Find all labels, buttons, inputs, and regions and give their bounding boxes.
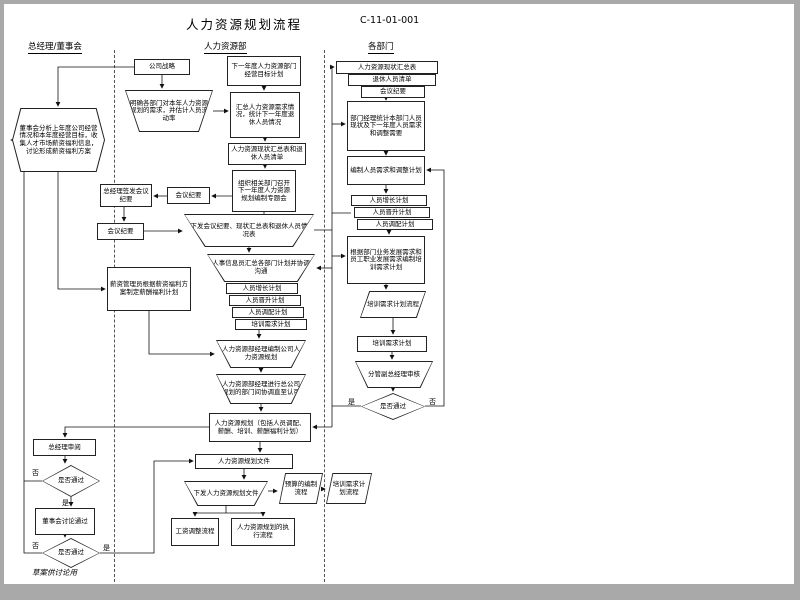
node-doc-minutes: 会议纪要 — [361, 86, 425, 98]
lane-header-departments: 各部门 — [368, 42, 394, 54]
slide-canvas: 人力资源规划流程 C-11-01-001 总经理/董事会 人力资源部 各部门 — [4, 4, 794, 584]
node-clarify-demand: 明确各部门对本年人力资源规划的需求，并估计人员流动率 — [125, 90, 213, 132]
lane-header-gm-board: 总经理/董事会 — [28, 42, 82, 54]
node-plan-transfer: 人员调配计划 — [357, 219, 433, 230]
node-training-plan: 培训需求计划 — [357, 336, 427, 352]
branch-label-yes: 是 — [103, 544, 110, 552]
node-decision-board: 是否通过 — [42, 538, 100, 568]
node-salary-welfare-plan: 薪资管理员根据薪资福利方案制定薪酬福利计划 — [107, 267, 191, 311]
node-decision-vice-gm: 是否通过 — [361, 393, 425, 420]
branch-label-no: 否 — [429, 398, 436, 406]
node-plan-increase: 人员增长计划 — [226, 283, 298, 294]
node-board-analyze: 董事会分析上年度公司经营情况和本年度经营目标，收集人才市场薪资福利信息，讨论形成… — [12, 108, 105, 172]
node-doc-retire-list: 退休人员清单 — [348, 74, 436, 86]
node-issue-minutes: 下发会议纪要、现状汇总表和退休人员情况表 — [184, 214, 314, 247]
branch-label-no: 否 — [32, 469, 39, 477]
branch-label-yes: 是 — [62, 499, 69, 507]
node-vice-gm-review: 分管副总经理审核 — [355, 361, 433, 388]
branch-label-yes: 是 — [348, 398, 355, 406]
node-dept-plan: 编制人员需求和调整计划 — [347, 156, 425, 185]
node-dept-stat: 部门经理统计本部门人员现状及下一年度人员需求和调整需要 — [347, 101, 425, 151]
node-compile-plan: 人力资源部经理编制公司人力资源规划 — [216, 340, 306, 368]
lane-header-hr-dept: 人力资源部 — [204, 42, 247, 54]
node-salary-adjust-flow: 工资调整流程 — [171, 518, 219, 546]
node-hr-plan: 人力资源规划（包括人员调配、薪酬、培训、薪酬福利计划） — [209, 413, 311, 442]
node-board-discuss: 董事会讨论通过 — [35, 508, 95, 535]
node-issue-plan-file: 下发人力资源规划文件 — [184, 481, 268, 506]
node-summarize-demand: 汇总人力资源需求情况，统计下一年度退休人员情况 — [230, 92, 300, 138]
lane-divider — [114, 50, 115, 582]
node-gm-sign-minutes: 总经理签发会议纪要 — [100, 184, 152, 207]
node-meeting-minutes: 会议纪要 — [167, 187, 210, 204]
node-plan-promote: 人员晋升计划 — [354, 207, 430, 218]
node-gm-review: 总经理审阅 — [33, 439, 96, 456]
node-plan-file: 人力资源规划文件 — [195, 454, 293, 469]
node-coordinate-plan: 人力资源部经理进行总公司规划的部门间协调直至认可 — [216, 374, 306, 404]
footer-note: 草案供讨论用 — [32, 568, 77, 577]
node-status-docs: 人力资源现状汇总表和退休人员清单 — [228, 143, 306, 165]
node-plan-training: 培训需求计划 — [235, 319, 307, 330]
lane-divider — [324, 50, 325, 582]
node-training-flow-ref: 培训需求计划流程 — [360, 291, 426, 318]
node-org-meeting: 组织相关部门召开下一年度人力资源规划编制专题会 — [232, 170, 296, 212]
node-training-need: 根据部门业务发展需求和员工职业发展需求编制培训需求计划 — [347, 236, 425, 284]
node-plan-increase: 人员增长计划 — [351, 195, 427, 206]
page-title: 人力资源规划流程 — [185, 17, 302, 32]
node-meeting-minutes: 会议纪要 — [97, 223, 144, 240]
node-doc-status-summary: 人力资源现状汇总表 — [336, 61, 438, 74]
node-training-flow-ref: 培训需求计划流程 — [326, 473, 372, 504]
branch-label-no: 否 — [32, 542, 39, 550]
document-code: C-11-01-001 — [360, 15, 420, 26]
node-next-year-goal: 下一年度人力资源部门经营目标计划 — [227, 56, 301, 86]
node-company-strategy: 公司战略 — [134, 59, 190, 75]
node-plan-promote: 人员晋升计划 — [229, 295, 301, 306]
node-hr-info-collect: 人事信息员汇总各部门计划并协调沟通 — [207, 254, 315, 282]
node-decision-gm-review: 是否通过 — [42, 465, 100, 497]
node-plan-transfer: 人员调配计划 — [232, 307, 304, 318]
node-exec-flow: 人力资源规划的执行流程 — [231, 518, 295, 546]
node-budget-flow: 预算的编制流程 — [279, 473, 323, 504]
